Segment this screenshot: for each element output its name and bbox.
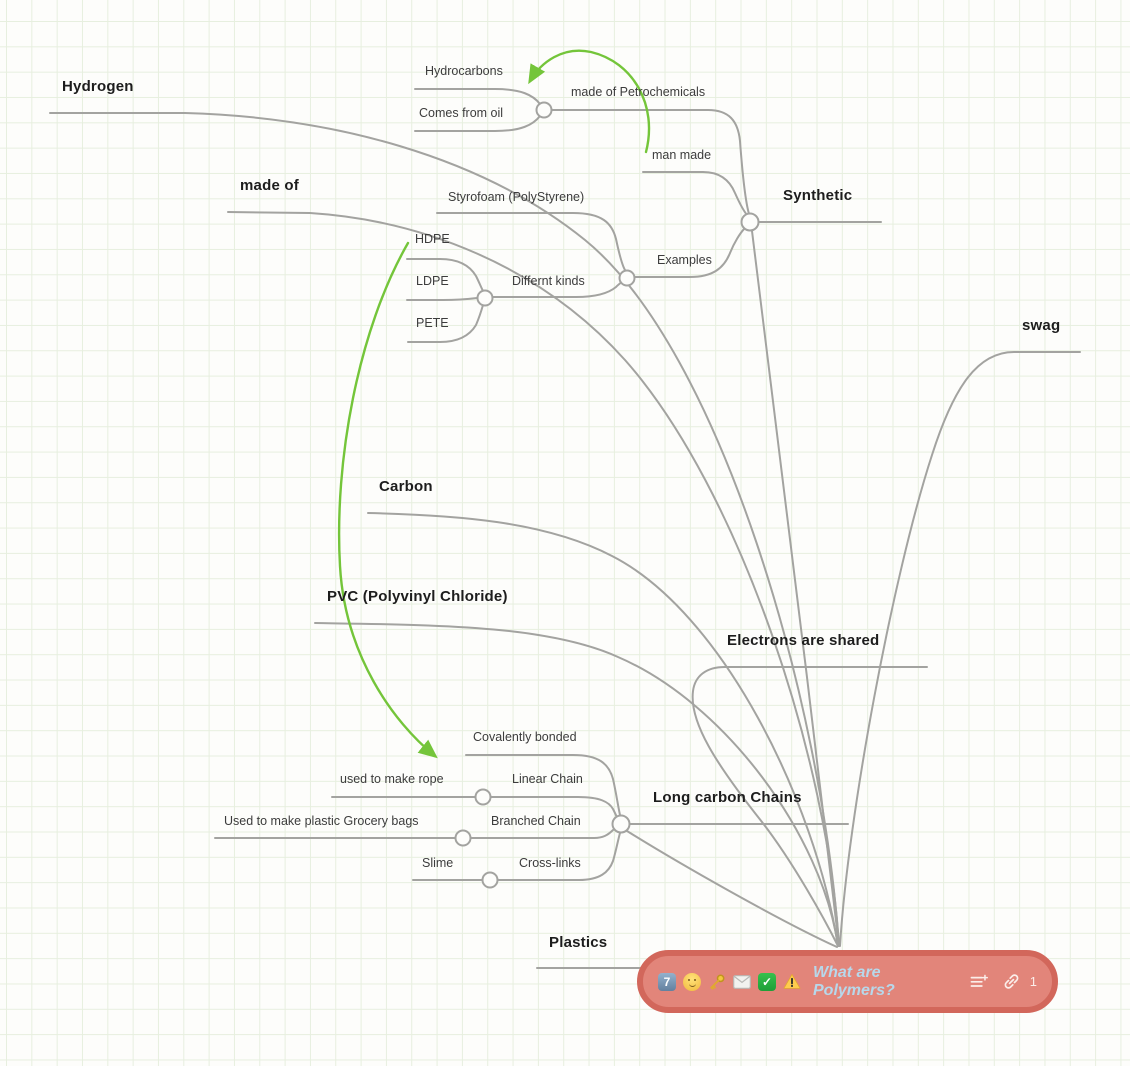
node-hydrocarbons[interactable]: Hydrocarbons: [425, 64, 503, 78]
key-icon[interactable]: [708, 973, 726, 991]
smiley-icon[interactable]: [683, 972, 701, 991]
node-comes-from-oil[interactable]: Comes from oil: [419, 106, 504, 120]
junction-toggle-long-chains[interactable]: [611, 814, 631, 834]
node-ldpe[interactable]: LDPE: [416, 274, 449, 288]
connector-hydrocarbons: [414, 88, 541, 105]
junction-toggle-linear[interactable]: [474, 788, 492, 806]
keycap-seven-icon[interactable]: 7: [658, 972, 676, 991]
node-pete[interactable]: PETE: [416, 316, 449, 330]
node-linear-chain[interactable]: Linear Chain: [512, 772, 583, 786]
junction-toggle-examples[interactable]: [618, 269, 636, 287]
check-mark-icon[interactable]: ✓: [758, 972, 776, 991]
connector-pvc: [314, 622, 839, 947]
add-notes-icon[interactable]: [970, 973, 988, 991]
connector-ldpe: [406, 297, 478, 301]
node-electrons[interactable]: Electrons are shared: [727, 632, 880, 649]
node-styrofoam[interactable]: Styrofoam (PolyStyrene): [448, 190, 585, 204]
connector-crosslinks: [497, 832, 621, 881]
link-icon[interactable]: [1003, 973, 1021, 991]
link-arrow-man-made-to-hydrocarbons[interactable]: [528, 49, 651, 154]
connector-styrofoam: [436, 212, 626, 271]
node-crosslinks[interactable]: Cross-links: [519, 856, 581, 870]
connector-comes-from-oil: [414, 115, 541, 132]
node-branched-chain[interactable]: Branched Chain: [491, 814, 581, 828]
envelope-icon[interactable]: [733, 973, 751, 991]
link-count: 1: [1029, 974, 1037, 989]
node-pvc[interactable]: PVC (Polyvinyl Chloride): [327, 588, 508, 605]
connector-covalently: [465, 754, 621, 816]
root-node-title: What are Polymers?: [813, 963, 895, 999]
junction-toggle-crosslinks[interactable]: [481, 871, 499, 889]
node-made-of[interactable]: made of: [240, 177, 299, 194]
node-long-chains[interactable]: Long carbon Chains: [653, 789, 802, 806]
warning-icon[interactable]: [783, 973, 801, 991]
node-grocery[interactable]: Used to make plastic Grocery bags: [224, 814, 419, 828]
node-plastics[interactable]: Plastics: [549, 934, 608, 951]
node-swag[interactable]: swag: [1022, 317, 1061, 334]
connector-petrochemicals: [551, 109, 750, 215]
node-slime[interactable]: Slime: [422, 856, 454, 870]
connector-branched-chain: [470, 829, 614, 839]
connector-examples: [634, 227, 746, 278]
node-petrochemicals[interactable]: made of Petrochemicals: [571, 85, 706, 99]
node-examples[interactable]: Examples: [657, 253, 712, 267]
node-carbon[interactable]: Carbon: [379, 478, 433, 495]
node-man-made[interactable]: man made: [652, 148, 712, 162]
connector-electrons: [691, 666, 928, 947]
node-rope[interactable]: used to make rope: [340, 772, 444, 786]
node-covalently[interactable]: Covalently bonded: [473, 730, 577, 744]
junction-toggle-oil[interactable]: [535, 101, 553, 119]
connector-pete: [407, 304, 484, 343]
link-arrow-hdpe-to-covalently[interactable]: [337, 241, 438, 759]
junction-toggle-kinds[interactable]: [476, 289, 494, 307]
junction-toggle-synthetic[interactable]: [740, 212, 760, 232]
connector-hdpe: [406, 258, 484, 292]
node-synthetic[interactable]: Synthetic: [783, 187, 853, 204]
connector-hydrogen: [49, 112, 840, 947]
connector-carbon: [367, 512, 839, 947]
connector-synthetic: [751, 230, 840, 947]
node-hdpe[interactable]: HDPE: [415, 232, 450, 246]
node-differnt-kinds[interactable]: Differnt kinds: [512, 274, 585, 288]
connector-made-of: [227, 211, 840, 947]
connector-swag: [839, 351, 1081, 947]
connector-man-made: [642, 171, 748, 216]
node-hydrogen[interactable]: Hydrogen: [62, 78, 134, 95]
connector-long-chains: [626, 830, 838, 948]
root-node[interactable]: 7 ✓ What are Polymers? 1: [637, 950, 1058, 1013]
junction-toggle-branched[interactable]: [454, 829, 472, 847]
